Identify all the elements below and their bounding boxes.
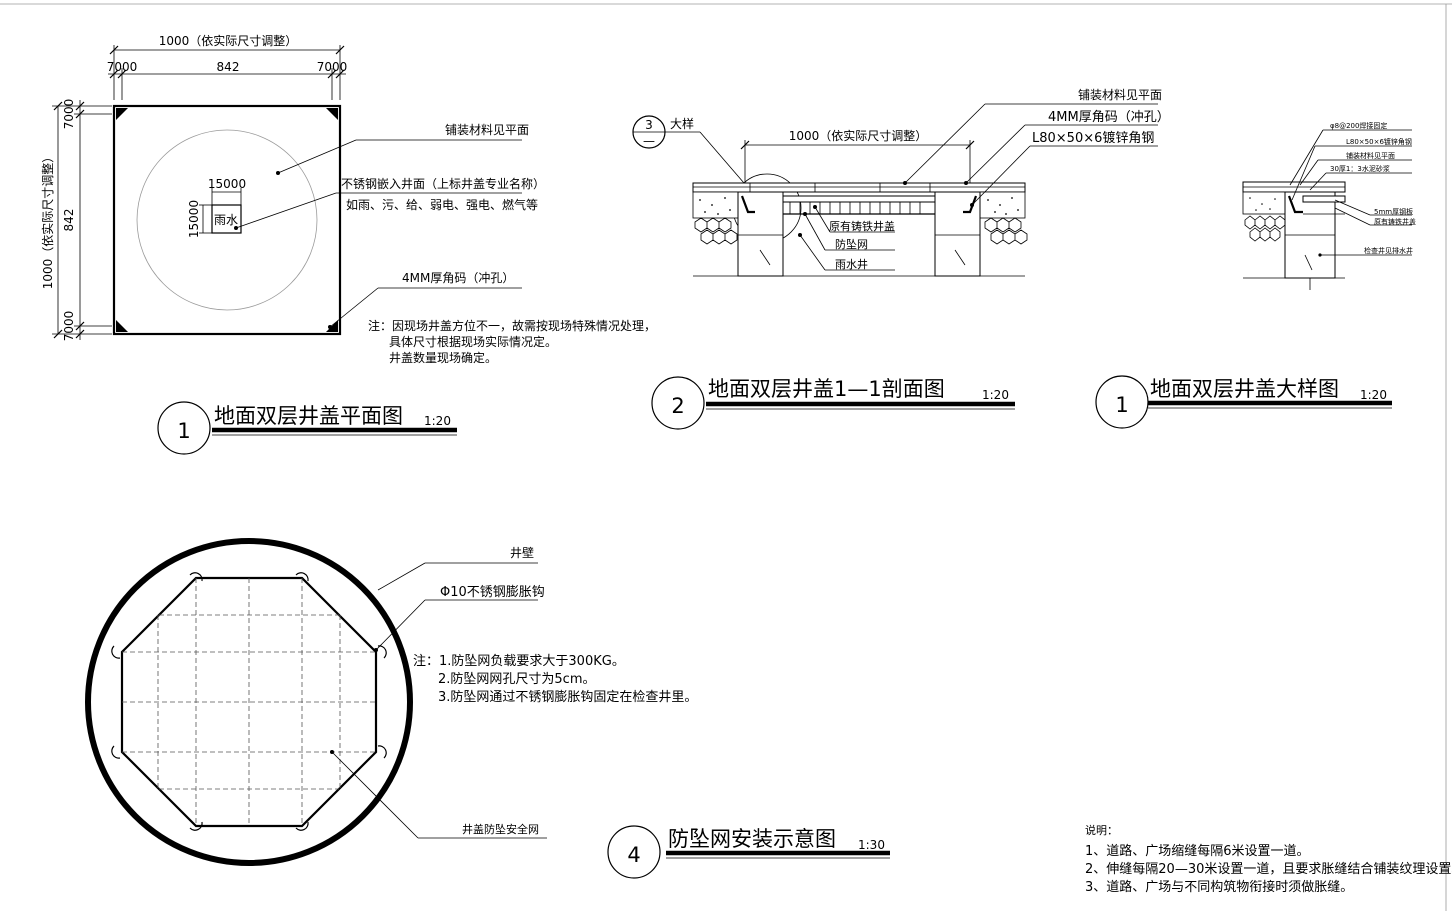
plan-dim-box-h: 15000: [187, 200, 201, 238]
net-well-wall-circle: [85, 538, 413, 866]
plan-callout-paving: 铺装材料见平面: [445, 123, 529, 137]
plan-title: 地面双层井盖平面图: [214, 404, 403, 428]
detail-1-plan: 1000（依实际尺寸调整） 7000 842 7000 1000（依实际尺寸调整…: [40, 33, 656, 455]
plan-dim-side-bottom: 7000: [62, 311, 76, 342]
plan-callout-angle: 4MM厚角码（冲孔）: [402, 270, 514, 285]
section-title-scale: 1:20: [982, 388, 1009, 402]
detail-2-section: 3 — 大样 1000（依实际尺寸调整）: [632, 88, 1170, 430]
plan-well-circle: [136, 129, 318, 311]
plan-dim-top-mid: 842: [217, 60, 240, 74]
plan-corner-angle-tr: [326, 108, 338, 120]
enlarged-label-5: 5mm厚钢板: [1374, 207, 1413, 216]
plan-note-3: 井盖数量现场确定。: [389, 350, 497, 365]
plan-note-1: 注：因现场井盖方位不一，故需按现场特殊情况处理，: [368, 318, 656, 333]
enlarged-label-4: 30厚1：3水泥砂浆: [1330, 164, 1390, 173]
plan-corner-angle-bl: [116, 320, 128, 332]
enlarged-title-number: 1: [1115, 393, 1128, 417]
general-note-3: 3、道路、广场与不同构筑物衔接时须做胀缝。: [1085, 879, 1353, 895]
detail-4-safety-net: 井壁 Φ10不锈钢膨胀钩 井盖防坠安全网 注：1.防坠网负载要求大于300KG。…: [85, 538, 890, 879]
net-note-3: 3.防坠网通过不锈钢膨胀钩固定在检查井里。: [438, 689, 697, 705]
section-title: 地面双层井盖1—1剖面图: [708, 377, 945, 401]
plan-dim-top-right: 7000: [317, 60, 348, 74]
plan-callout-types: 如雨、污、给、弱电、强电、燃气等: [346, 197, 538, 212]
enlarged-title: 地面双层井盖大样图: [1150, 377, 1339, 401]
section-callout-steel: L80×50×6镀锌角钢: [1032, 130, 1154, 146]
net-title: 防坠网安装示意图: [668, 827, 836, 851]
net-note-1: 注：1.防坠网负载要求大于300KG。: [413, 653, 625, 669]
enlarged-label-7: 检查井见排水井: [1364, 246, 1413, 255]
plan-inlay-box: [211, 204, 242, 234]
enlarged-label-6: 原有铸铁井盖: [1374, 217, 1416, 226]
enlarged-label-1: φ8@200焊接固定: [1330, 121, 1387, 130]
plan-dim-side-top: 7000: [62, 99, 76, 130]
net-title-bubble: [607, 825, 661, 879]
plan-callout-steel: 不锈钢嵌入井面（上标井盖专业名称）: [341, 176, 545, 191]
section-dim-top: 1000（依实际尺寸调整）: [789, 128, 928, 143]
net-callout-hook: Φ10不锈钢膨胀钩: [440, 585, 545, 600]
section-ref-num: 3: [645, 118, 653, 132]
section-callout-net: 防坠网: [835, 237, 868, 251]
net-octagon: [120, 576, 378, 828]
plan-note-2: 具体尺寸根据现场实际情况定。: [389, 334, 557, 349]
plan-dim-top-left: 7000: [107, 60, 138, 74]
plan-corner-angle-tl: [116, 108, 128, 120]
net-note-2: 2.防坠网网孔尺寸为5cm。: [438, 671, 596, 687]
general-note-2: 2、伸缝每隔20—30米设置一道，且要求胀缝结合铺装纹理设置。: [1085, 861, 1452, 877]
general-note-1: 1、道路、广场缩缝每隔6米设置一道。: [1085, 843, 1310, 859]
plan-cover-outline: [112, 104, 342, 336]
net-callout-wall: 井壁: [510, 545, 534, 560]
plan-dim-top-total: 1000（依实际尺寸调整）: [159, 33, 298, 48]
section-ref-sub: —: [643, 134, 655, 148]
net-callout-net: 井盖防坠安全网: [462, 822, 539, 836]
enlarged-label-2: L80×50×6镀锌角钢: [1346, 137, 1412, 146]
section-title-number: 2: [671, 394, 684, 418]
section-callout-cover: 原有铸铁井盖: [829, 219, 895, 233]
plan-dim-side-mid: 842: [62, 209, 76, 232]
plan-dim-box-w: 15000: [208, 177, 246, 191]
plan-inlay-label: 雨水: [214, 213, 238, 227]
net-title-scale: 1:30: [858, 838, 885, 852]
section-title-bubble: [651, 376, 705, 430]
general-notes-heading: 说明：: [1085, 823, 1118, 837]
general-notes: 说明： 1、道路、广场缩缝每隔6米设置一道。 2、伸缝每隔20—30米设置一道，…: [1085, 823, 1452, 895]
section-callout-paving: 铺装材料见平面: [1078, 88, 1162, 102]
enlarged-label-3: 铺装材料见平面: [1346, 151, 1395, 160]
net-grid: [122, 578, 376, 826]
plan-title-scale: 1:20: [424, 414, 451, 428]
section-callout-angle: 4MM厚角码（冲孔）: [1048, 110, 1170, 125]
detail-3-enlarged: φ8@200焊接固定 L80×50×6镀锌角钢 铺装材料见平面 30厚1：3水泥…: [1095, 121, 1416, 429]
section-ref-label: 大样: [670, 116, 694, 131]
enlarged-title-scale: 1:20: [1360, 388, 1387, 402]
plan-title-number: 1: [177, 419, 190, 443]
plan-dim-side-total: 1000（依实际尺寸调整）: [40, 151, 55, 290]
net-title-number: 4: [627, 843, 640, 867]
plan-title-bubble: [157, 401, 211, 455]
section-callout-well: 雨水井: [835, 257, 868, 271]
